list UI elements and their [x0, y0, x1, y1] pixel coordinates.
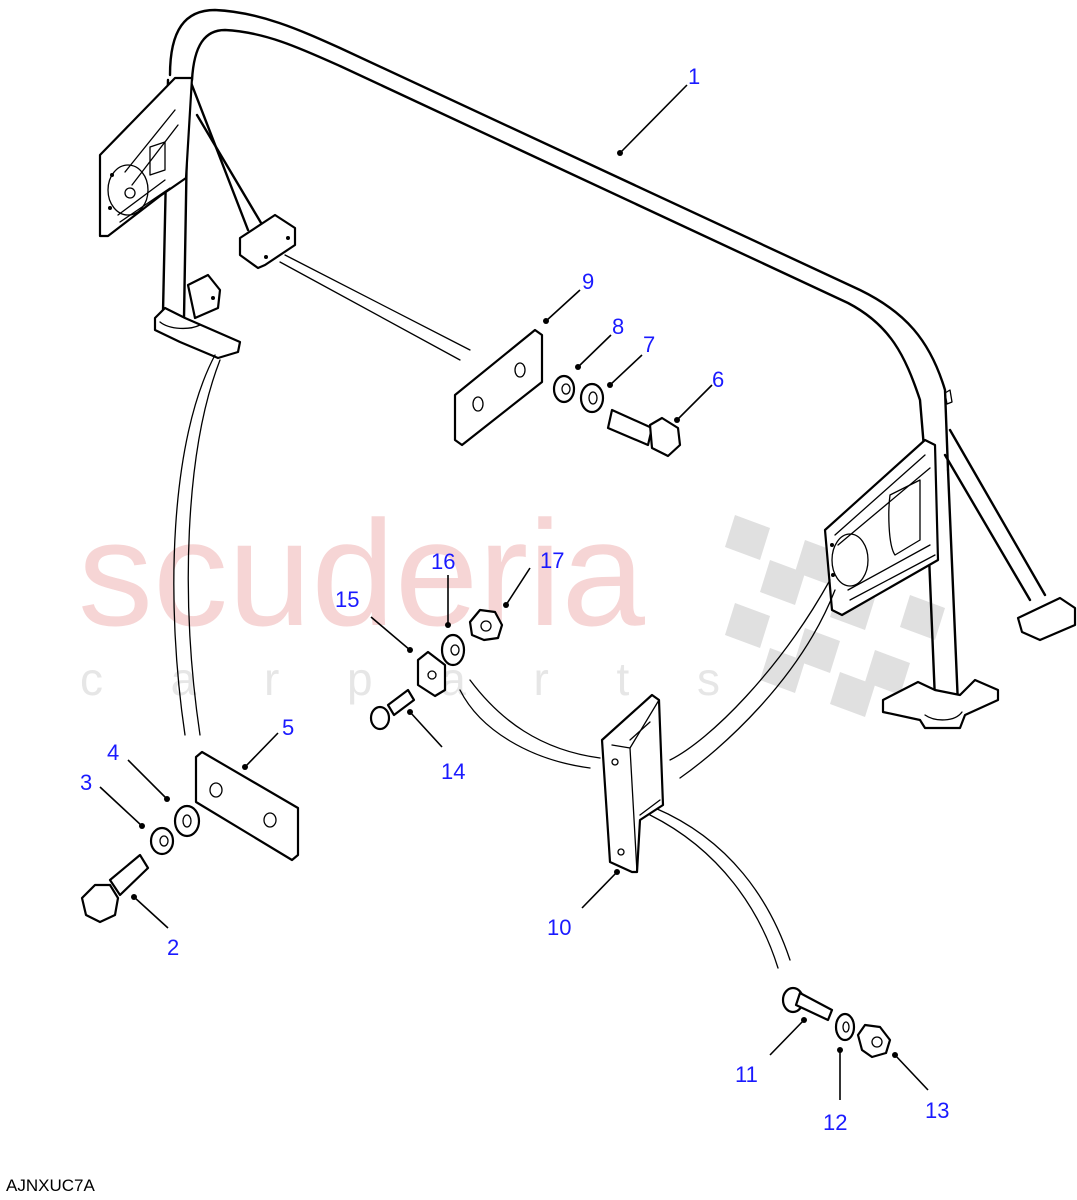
plain-washer-12: [834, 1012, 856, 1042]
callout-15[interactable]: 15: [335, 587, 413, 653]
pan-head-screw-11: [781, 986, 834, 1022]
svg-text:14: 14: [441, 759, 465, 784]
plain-washer-7: [579, 382, 605, 414]
callout-5[interactable]: 5: [242, 715, 294, 770]
svg-text:3: 3: [80, 770, 92, 795]
callout-9[interactable]: 9: [543, 269, 594, 324]
svg-text:9: 9: [582, 269, 594, 294]
spring-washer-3: [149, 826, 175, 856]
svg-text:5: 5: [282, 715, 294, 740]
nyloc-nut-17: [468, 608, 504, 642]
mounting-bracket-10: [600, 693, 665, 874]
callout-16[interactable]: 16: [431, 549, 455, 628]
svg-text:15: 15: [335, 587, 359, 612]
hex-bolt-6: [606, 408, 682, 458]
svg-text:17: 17: [540, 548, 564, 573]
svg-text:1: 1: [688, 64, 700, 89]
hex-bolt-2: [80, 853, 150, 924]
svg-text:10: 10: [547, 915, 571, 940]
square-spacer-15: [416, 650, 447, 698]
reinforcement-plate-9: [453, 328, 544, 447]
svg-text:11: 11: [735, 1062, 758, 1087]
callout-2[interactable]: 2: [131, 894, 179, 960]
svg-text:6: 6: [712, 367, 724, 392]
callout-17[interactable]: 17: [503, 548, 564, 608]
watermark-text: scuderia: [78, 489, 646, 657]
callout-7[interactable]: 7: [607, 332, 655, 388]
diagram-reference-code: AJNXUC7A: [6, 1176, 95, 1195]
callout-1[interactable]: 1: [617, 64, 700, 156]
callout-4[interactable]: 4: [107, 740, 170, 802]
callout-11[interactable]: 11: [735, 1017, 807, 1087]
svg-text:16: 16: [431, 549, 455, 574]
plain-washer-16: [440, 633, 466, 667]
assembly-guide-lines: [173, 254, 836, 969]
reinforcement-plate-5: [194, 750, 300, 862]
spring-washer-8: [552, 374, 576, 404]
callout-6[interactable]: 6: [674, 367, 724, 423]
callout-3[interactable]: 3: [80, 770, 145, 829]
nyloc-nut-13: [856, 1023, 892, 1059]
callout-12[interactable]: 12: [823, 1047, 847, 1135]
callout-14[interactable]: 14: [407, 709, 465, 784]
svg-text:7: 7: [643, 332, 655, 357]
pan-head-screw-14: [369, 688, 416, 731]
roll-bar-frame: [98, 8, 1077, 730]
callout-10[interactable]: 10: [547, 869, 620, 940]
callout-13[interactable]: 13: [892, 1052, 949, 1123]
plain-washer-4: [173, 804, 201, 838]
callouts: 1 2 3 4 5 6 7 8: [80, 64, 949, 1135]
svg-text:2: 2: [167, 935, 179, 960]
callout-8[interactable]: 8: [575, 314, 624, 370]
svg-text:4: 4: [107, 740, 119, 765]
svg-text:12: 12: [823, 1110, 847, 1135]
svg-text:8: 8: [612, 314, 624, 339]
svg-text:13: 13: [925, 1098, 949, 1123]
